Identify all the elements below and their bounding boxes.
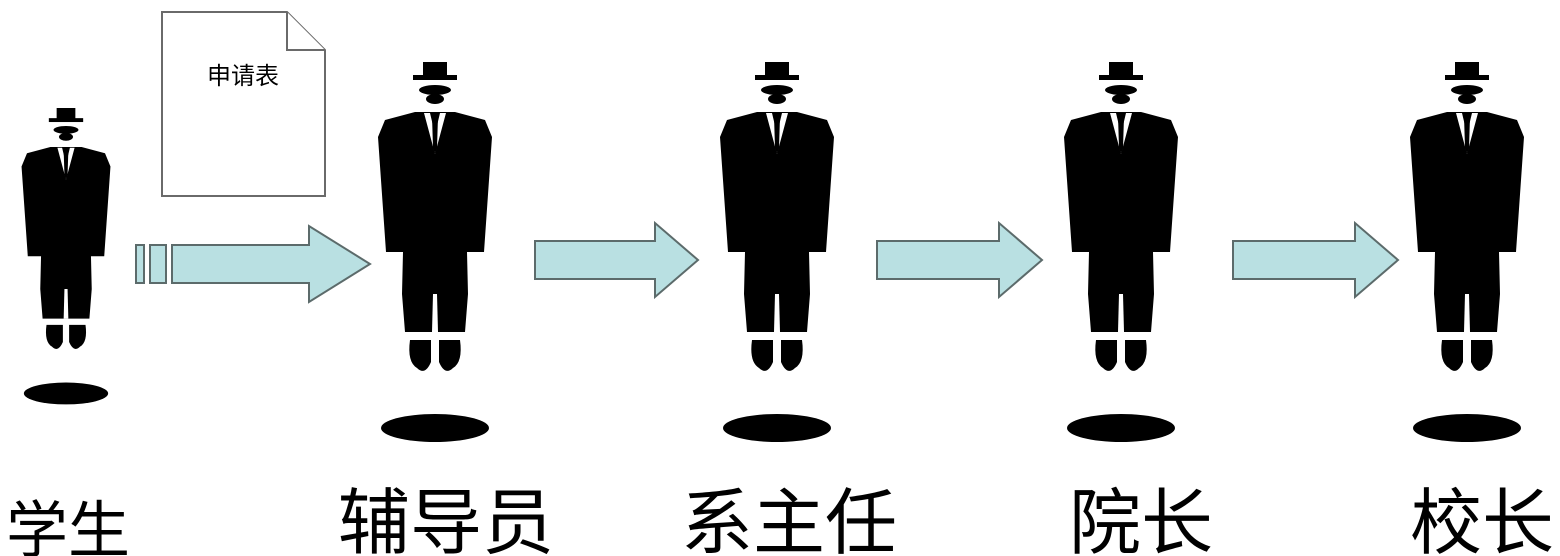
- figure-department-head: [720, 62, 834, 442]
- document-fold-icon: [286, 12, 325, 51]
- arrow-right-icon: [1232, 220, 1400, 300]
- role-label-president: 校长: [1410, 481, 1554, 556]
- role-label-dean: 院长: [1069, 481, 1213, 556]
- person-icon: [21, 108, 111, 405]
- person-icon: [1064, 62, 1178, 442]
- role-label-student: 学生: [6, 494, 130, 556]
- person-icon: [720, 62, 834, 442]
- arrow-dean-to-president: [1232, 220, 1400, 300]
- document-label: 申请表: [207, 62, 279, 90]
- person-icon: [1410, 62, 1524, 442]
- arrow-department-head-to-dean: [876, 220, 1044, 300]
- person-icon: [378, 62, 492, 442]
- arrow-tail-bar: [149, 244, 167, 284]
- arrow-counselor-to-department-head: [534, 220, 700, 300]
- application-form-document: 申请表: [161, 11, 326, 197]
- arrow-right-icon: [171, 224, 372, 304]
- role-label-counselor: 辅导员: [338, 481, 554, 556]
- figure-dean: [1064, 62, 1178, 442]
- figure-president: [1410, 62, 1524, 442]
- figure-counselor: [378, 62, 492, 442]
- arrow-student-to-counselor: [135, 224, 372, 304]
- document-icon: [161, 11, 326, 197]
- arrow-right-icon: [534, 220, 700, 300]
- figure-student: [21, 108, 111, 405]
- role-label-department-head: 系主任: [681, 481, 897, 556]
- arrow-right-icon: [876, 220, 1044, 300]
- arrow-tail-bar: [135, 244, 145, 284]
